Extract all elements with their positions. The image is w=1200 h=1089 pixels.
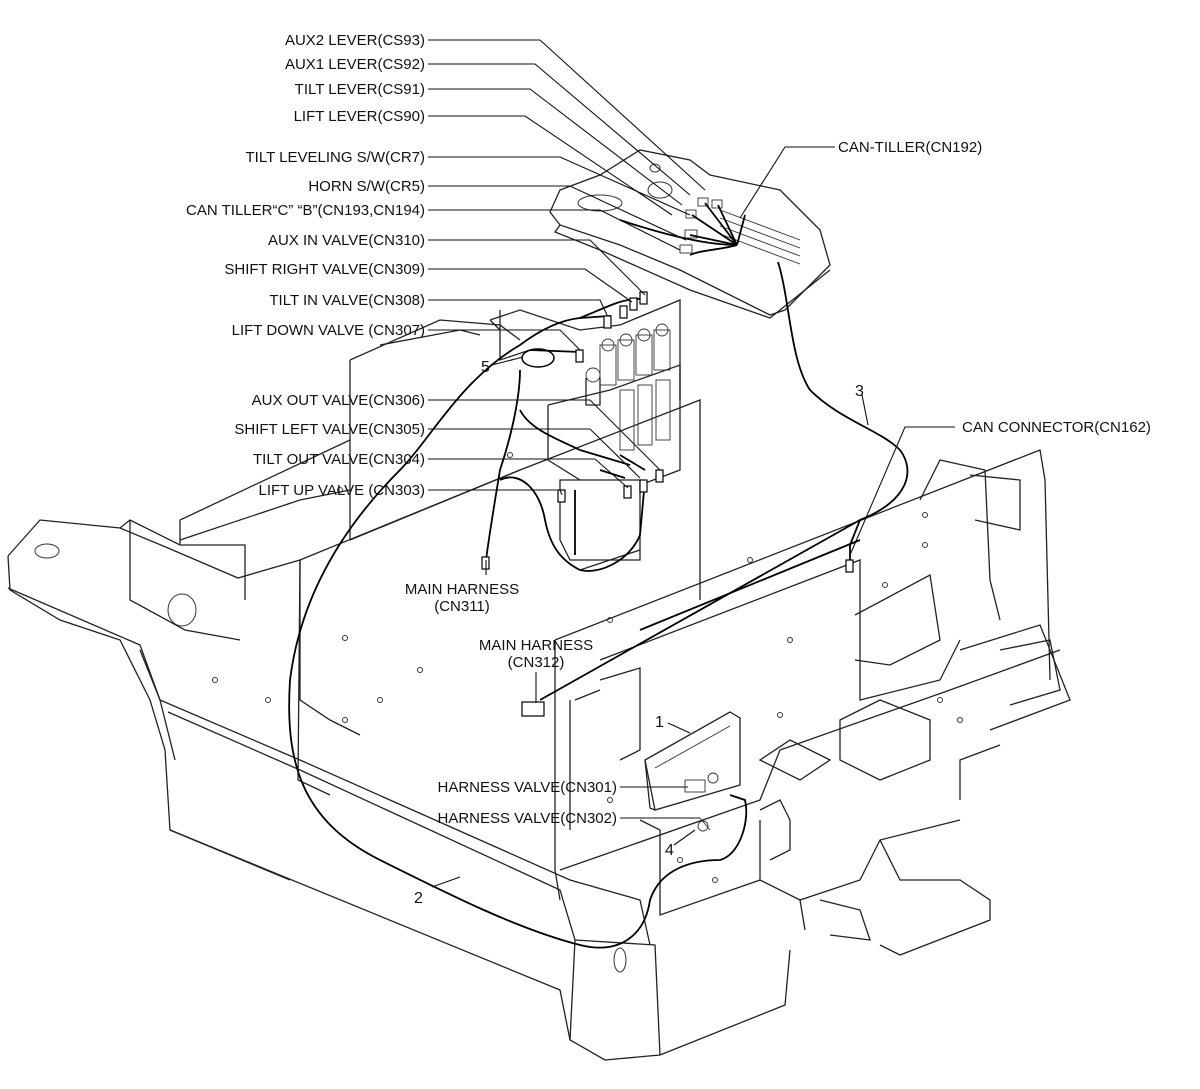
left-labels: AUX2 LEVER(CS93) AUX1 LEVER(CS92) TILT L…: [186, 32, 425, 499]
label-tilt-in-valve: TILT IN VALVE(CN308): [269, 292, 425, 309]
label-can-connector: CAN CONNECTOR(CN162): [962, 419, 1151, 436]
part-number-2: 2: [414, 890, 423, 907]
label-tilt-leveling-switch: TILT LEVELING S/W(CR7): [246, 149, 425, 166]
label-shift-left-valve: SHIFT LEFT VALVE(CN305): [234, 421, 425, 438]
label-lift-up-valve: LIFT UP VALVE (CN303): [259, 482, 425, 499]
leader-lines: [428, 39, 955, 888]
part-number-4: 4: [665, 842, 674, 859]
part-number-3: 3: [855, 383, 864, 400]
label-harness-valve-cn301: HARNESS VALVE(CN301): [437, 779, 617, 796]
label-lift-lever: LIFT LEVER(CS90): [294, 108, 425, 125]
label-can-tiller: CAN-TILLER(CN192): [838, 139, 982, 156]
label-aux1-lever: AUX1 LEVER(CS92): [285, 56, 425, 73]
controller-unit: [644, 711, 741, 832]
label-horn-switch: HORN S/W(CR5): [308, 178, 425, 195]
harness-wires: [288, 202, 909, 949]
label-main-harness-cn312-code: (CN312): [508, 654, 565, 671]
tiller-head: [549, 149, 831, 319]
label-aux-out-valve: AUX OUT VALVE(CN306): [252, 392, 425, 409]
label-tilt-lever: TILT LEVER(CS91): [295, 81, 425, 98]
label-aux-in-valve: AUX IN VALVE(CN310): [268, 232, 425, 249]
label-main-harness-cn312-title: MAIN HARNESS: [479, 637, 593, 654]
label-shift-right-valve: SHIFT RIGHT VALVE(CN309): [224, 261, 425, 278]
part-number-5: 5: [481, 359, 490, 376]
valve-block: [489, 299, 681, 571]
label-lift-down-valve: LIFT DOWN VALVE (CN307): [232, 322, 425, 339]
part-numbers: 1 2 3 4 5: [414, 359, 864, 907]
chassis-frame: [7, 319, 1071, 1061]
label-main-harness-cn311-code: (CN311): [434, 598, 490, 615]
label-harness-valve-cn302: HARNESS VALVE(CN302): [437, 810, 617, 827]
part-number-1: 1: [655, 714, 664, 731]
label-can-tiller-cb: CAN TILLER“C” “B”(CN193,CN194): [186, 202, 425, 219]
label-main-harness-cn311-title: MAIN HARNESS: [405, 581, 519, 598]
label-tilt-out-valve: TILT OUT VALVE(CN304): [253, 451, 425, 468]
label-aux2-lever: AUX2 LEVER(CS93): [285, 32, 425, 49]
